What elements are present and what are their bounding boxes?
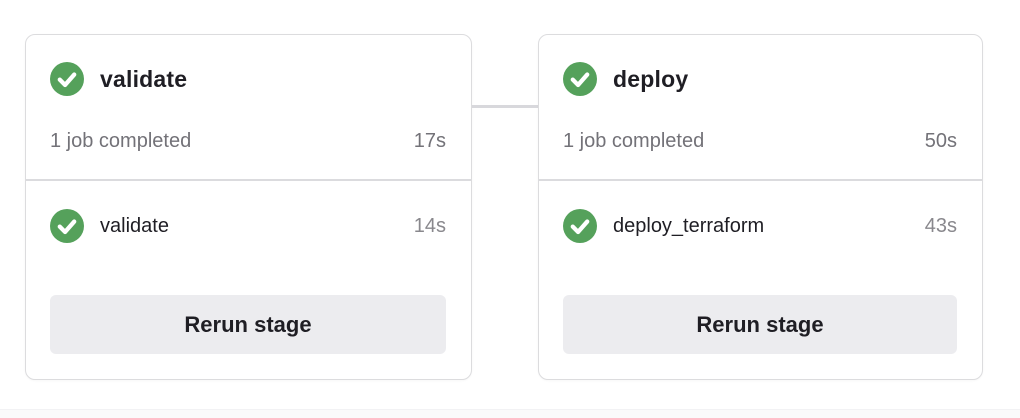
bottom-divider — [0, 409, 1020, 418]
job-row-deploy-terraform[interactable]: deploy_terraform 43s — [563, 209, 957, 243]
rerun-stage-button[interactable]: Rerun stage — [50, 295, 446, 354]
success-check-circle-icon — [50, 62, 84, 96]
stage-card-body: validate 14s Rerun stage — [26, 181, 471, 354]
stage-duration: 50s — [924, 130, 957, 152]
stage-summary: 1 job completed — [50, 130, 192, 152]
stage-duration: 17s — [413, 130, 446, 152]
job-duration: 43s — [924, 214, 957, 237]
success-check-circle-icon — [563, 209, 597, 243]
job-duration: 14s — [413, 214, 446, 237]
job-name: deploy_terraform — [613, 214, 765, 237]
stage-card-deploy: deploy 1 job completed 50s deploy_terraf… — [538, 34, 983, 380]
success-check-circle-icon — [50, 209, 84, 243]
success-check-circle-icon — [563, 62, 597, 96]
stage-connector-line — [472, 105, 538, 108]
stage-summary: 1 job completed — [563, 130, 705, 152]
stage-title-row: validate — [50, 62, 446, 96]
stage-title-row: deploy — [563, 62, 957, 96]
job-row-validate[interactable]: validate 14s — [50, 209, 446, 243]
stage-card-body: deploy_terraform 43s Rerun stage — [539, 181, 982, 354]
rerun-stage-button[interactable]: Rerun stage — [563, 295, 957, 354]
stage-summary-row: 1 job completed 17s — [50, 130, 446, 153]
stage-card-validate: validate 1 job completed 17s validate 14… — [25, 34, 472, 380]
stage-summary-row: 1 job completed 50s — [563, 130, 957, 153]
job-name: validate — [100, 214, 169, 237]
stage-card-header: deploy 1 job completed 50s — [539, 35, 982, 181]
stage-title: validate — [100, 65, 188, 92]
stage-title: deploy — [613, 65, 689, 92]
stage-card-header: validate 1 job completed 17s — [26, 35, 471, 181]
